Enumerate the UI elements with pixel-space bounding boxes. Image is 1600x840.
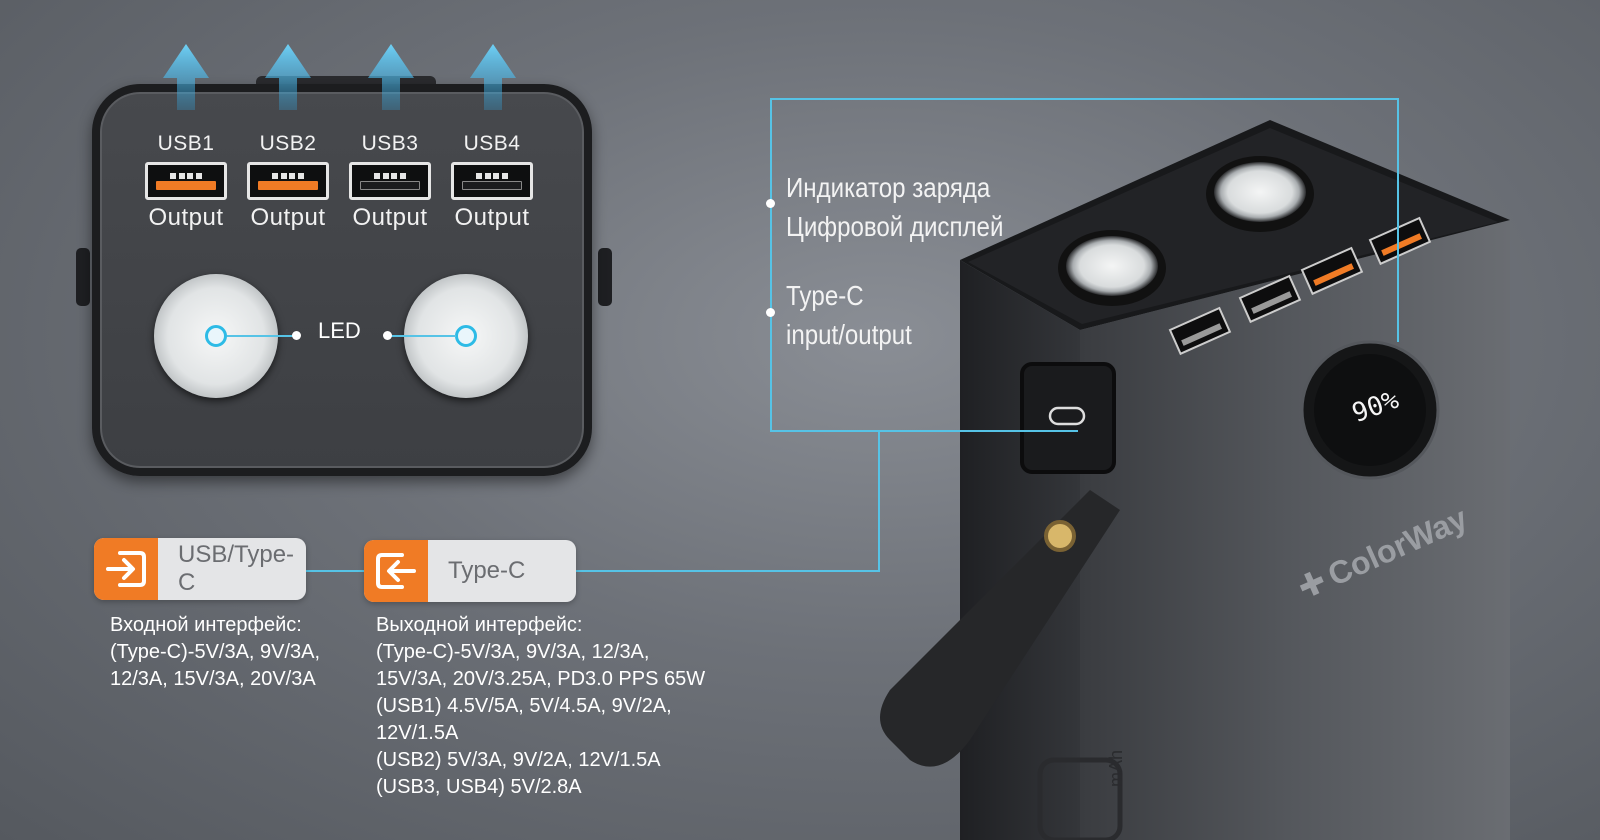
interface-pill-connector — [306, 570, 364, 572]
callout-dot — [383, 331, 392, 340]
port-output-label: Output — [454, 204, 530, 231]
output-arrow-icon — [163, 44, 209, 110]
usb-port-icon — [349, 162, 431, 200]
led-label: LED — [318, 318, 361, 343]
spec-line: 12/3A, 15V/3A, 20V/3A — [110, 668, 316, 690]
output-arrow-icon — [470, 44, 516, 110]
spec-line: 12V/1.5A — [376, 722, 459, 744]
usb-port-icon — [451, 162, 533, 200]
input-interface-spec: Входной интерфейс: (Type-C)-5V/3A, 9V/3A… — [110, 612, 320, 693]
port-output-label: Output — [250, 204, 326, 231]
port-usb4: USB4 Output — [442, 132, 542, 232]
spec-line: (USB2) 5V/3A, 9V/2A, 12V/1.5A — [376, 749, 661, 771]
spec-title: Выходной интерфейс: — [376, 614, 583, 636]
port-output-label: Output — [352, 204, 428, 231]
usb-port-icon — [247, 162, 329, 200]
typec-callout-line — [770, 430, 1078, 432]
port-output-label: Output — [148, 204, 224, 231]
port-usb3: USB3 Output — [340, 132, 440, 232]
display-callout-line-drop — [1397, 98, 1399, 342]
callout-dot — [292, 331, 301, 340]
display-callout: Индикатор заряда Цифровой дисплей — [786, 168, 1003, 246]
callout-line: Индикатор заряда — [786, 172, 991, 203]
output-interface-spec: Выходной интерфейс: (Type-C)-5V/3A, 9V/3… — [376, 612, 705, 801]
port-usb1: USB1 Output — [136, 132, 236, 232]
output-interface-label: Type-C — [448, 557, 526, 584]
output-interface-badge: Type-C — [364, 540, 576, 602]
interface-connector-vertical — [878, 430, 880, 572]
callout-dot — [766, 308, 775, 317]
input-interface-badge: USB/Type-C — [94, 538, 306, 600]
led-callout-line-left — [227, 335, 295, 337]
panel-side-tab-left — [76, 248, 90, 306]
output-arrow-icon — [265, 44, 311, 110]
spec-line: (USB3, USB4) 5V/2.8A — [376, 776, 582, 798]
power-bank-illustration — [880, 120, 1510, 840]
spec-line: (Type-C)-5V/3A, 9V/3A, — [110, 641, 321, 663]
panel-side-tab-right — [598, 248, 612, 306]
input-arrow-icon — [94, 538, 158, 600]
spec-line: (USB1) 4.5V/5A, 5V/4.5A, 9V/2A, — [376, 695, 672, 717]
callout-dot — [766, 199, 775, 208]
callout-line: Type-C — [786, 280, 864, 311]
callout-line: input/output — [786, 319, 912, 350]
port-name: USB4 — [463, 132, 521, 155]
output-arrow-icon — [364, 540, 428, 602]
led-indicator-icon — [455, 325, 477, 347]
led-callout-line-right — [390, 335, 456, 337]
port-panel-diagram — [92, 84, 592, 476]
callout-line-vertical — [770, 98, 772, 432]
typec-callout: Type-C input/output — [786, 276, 912, 354]
spec-title: Входной интерфейс: — [110, 614, 302, 636]
port-name: USB3 — [361, 132, 419, 155]
port-usb2: USB2 Output — [238, 132, 338, 232]
interface-connector-horizontal — [576, 570, 880, 572]
callout-line: Цифровой дисплей — [786, 211, 1004, 242]
port-name: USB2 — [259, 132, 317, 155]
output-arrow-icon — [368, 44, 414, 110]
led-indicator-icon — [205, 325, 227, 347]
capacity-unit: mAh — [1106, 749, 1127, 788]
usb-port-icon — [145, 162, 227, 200]
input-interface-label: USB/Type-C — [178, 541, 295, 596]
port-name: USB1 — [157, 132, 215, 155]
spec-line: 15V/3A, 20V/3.25A, PD3.0 PPS 65W — [376, 668, 706, 690]
spec-line: (Type-C)-5V/3A, 9V/3A, 12/3A, — [376, 641, 650, 663]
display-callout-line-top — [770, 98, 1398, 100]
